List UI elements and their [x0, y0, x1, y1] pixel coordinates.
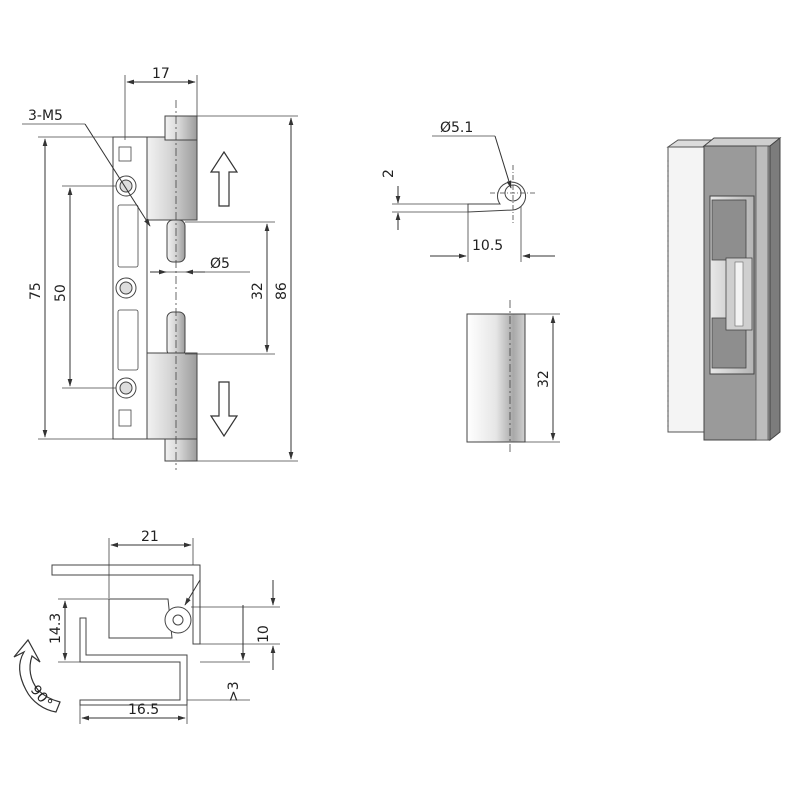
screw-hole: [115, 277, 137, 299]
dim-overall-height: 86: [274, 282, 290, 300]
dim-thickness: 2: [381, 169, 397, 178]
side-view: Ø5.1 2 10.5: [381, 120, 555, 262]
dim-right-height: 10: [256, 625, 272, 643]
dim-sleeve-length: 32: [536, 370, 552, 388]
leaf-slot: [117, 204, 139, 268]
lower-knuckle-cap: [164, 438, 198, 462]
dim-height-left: 75: [28, 282, 44, 300]
dim-pin-gap: 32: [250, 282, 266, 300]
assembly-3d-view: [666, 136, 782, 442]
upper-knuckle-cap: [164, 115, 198, 141]
hinge-body-section: [108, 598, 173, 639]
screw-hole: [115, 175, 137, 197]
frame-bracket: [51, 564, 201, 645]
sleeve-view: 32: [466, 300, 560, 455]
square-hole: [118, 146, 132, 162]
lower-pin: [166, 311, 186, 357]
dim-hole-spacing: 50: [53, 284, 69, 302]
dim-pin-dia: Ø5: [210, 256, 230, 272]
dim-screw-callout: 3-M5: [28, 108, 63, 124]
front-view: 17 3-M5 75 50 Ø5 32 86: [22, 66, 298, 470]
square-hole: [118, 409, 132, 427]
upper-knuckle: [146, 136, 198, 221]
leaf-slot: [117, 309, 139, 371]
section-view: 21 14.3 16.5 10 >3 90°: [13, 529, 280, 724]
dim-gap: >3: [226, 681, 242, 702]
dim-top-width: 21: [141, 529, 159, 545]
dim-bottom-width: 16.5: [128, 702, 159, 718]
dim-offset: 10.5: [472, 238, 503, 254]
dim-width-top: 17: [152, 66, 170, 82]
dim-left-height: 14.3: [48, 613, 64, 644]
arrow-down-icon: [209, 381, 239, 438]
sleeve: [466, 313, 526, 443]
dim-bore-dia: Ø5.1: [440, 120, 473, 136]
lower-knuckle: [146, 352, 198, 440]
arrow-up-icon: [209, 150, 239, 207]
rotation-arrow-icon: [13, 638, 61, 713]
screw-hole: [115, 377, 137, 399]
